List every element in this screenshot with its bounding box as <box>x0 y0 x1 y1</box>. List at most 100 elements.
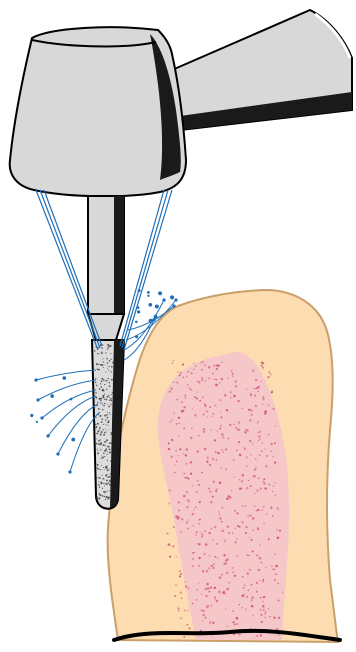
pulp-speck <box>217 557 219 559</box>
bur-grit-particle <box>105 372 106 373</box>
pulp-speck <box>201 472 203 474</box>
pulp-speck <box>209 591 211 593</box>
pulp-speck <box>181 518 183 520</box>
pulp-speck <box>209 464 211 466</box>
pulp-speck <box>254 506 255 507</box>
pulp-speck <box>279 529 281 531</box>
pulp-speck <box>169 391 171 393</box>
pulp-speck <box>270 450 272 452</box>
bur-grit-particle <box>101 421 103 423</box>
pulp-speck <box>247 515 249 517</box>
pulp-speck <box>258 440 260 442</box>
pulp-speck <box>270 507 272 509</box>
pulp-speck <box>264 483 266 485</box>
bur-grit-particle <box>103 453 104 454</box>
bur-grit-particle <box>110 473 111 474</box>
bur-grit-particle <box>104 399 105 400</box>
pulp-speck <box>221 449 223 451</box>
pulp-speck <box>218 365 220 367</box>
pulp-speck <box>221 521 223 523</box>
pulp-speck <box>208 488 210 490</box>
bur-grit-particle <box>102 445 103 446</box>
pulp-speck <box>212 622 214 624</box>
pulp-speck <box>203 431 205 433</box>
pulp-speck <box>196 398 198 400</box>
pulp-speck <box>184 477 186 479</box>
bur-grit-particle <box>101 483 102 484</box>
bur-grit-particle <box>106 396 108 398</box>
bur-grit-particle <box>103 396 104 397</box>
bur-grit-particle <box>106 439 108 441</box>
pulp-speck <box>223 554 225 556</box>
bur-grit-particle <box>100 434 102 436</box>
pulp-speck <box>186 376 187 377</box>
pulp-speck <box>185 397 186 398</box>
pulp-speck <box>175 464 176 465</box>
pulp-speck <box>202 397 203 398</box>
pulp-speck <box>221 378 224 381</box>
bur-grit-particle <box>103 496 104 497</box>
pulp-speck <box>167 532 169 534</box>
bur-grit-particle <box>106 467 108 469</box>
pulp-speck <box>268 434 270 436</box>
pulp-speck <box>242 505 244 507</box>
pulp-speck <box>252 517 255 520</box>
bur-grit-particle <box>96 385 97 386</box>
bur-grit-particle <box>109 448 111 450</box>
bur-grit-particle <box>107 348 108 349</box>
bur-grit-particle <box>104 450 106 452</box>
bur-grit-particle <box>103 361 104 362</box>
pulp-speck <box>259 439 260 440</box>
pulp-speck <box>199 400 201 402</box>
pulp-speck <box>270 373 272 375</box>
pulp-speck <box>225 468 227 470</box>
pulp-speck <box>262 581 264 583</box>
pulp-speck <box>217 430 218 431</box>
pulp-speck <box>263 523 264 524</box>
pulp-speck <box>266 514 267 515</box>
bur-grit-particle <box>95 424 96 425</box>
bur-grit-particle <box>101 495 102 496</box>
pulp-speck <box>262 579 264 581</box>
bur-grit-particle <box>102 404 103 405</box>
bur-grit-particle <box>104 493 105 494</box>
pulp-speck <box>278 600 280 602</box>
pulp-speck <box>275 425 277 427</box>
pulp-speck <box>262 404 263 405</box>
pulp-speck <box>274 461 276 463</box>
bur-grit-particle <box>99 443 100 444</box>
bur-grit-particle <box>107 412 108 413</box>
pulp-speck <box>223 562 226 565</box>
pulp-speck <box>187 528 188 529</box>
bur-grit-particle <box>107 477 108 478</box>
pulp-speck <box>224 593 225 594</box>
bur-grit-particle <box>96 478 97 479</box>
bur-grit-particle <box>105 380 107 382</box>
pulp-speck <box>190 437 193 440</box>
bur-grit-particle <box>106 496 108 498</box>
pulp-speck <box>193 525 195 527</box>
pulp-speck <box>168 442 170 444</box>
pulp-speck <box>204 448 207 451</box>
bur-grit-particle <box>95 443 97 445</box>
pulp-speck <box>179 374 181 376</box>
bur-grit-particle <box>109 346 111 348</box>
pulp-speck <box>239 526 241 528</box>
pulp-speck <box>204 553 206 555</box>
bur-grit-particle <box>99 398 101 400</box>
pulp-speck <box>223 451 224 452</box>
bur-grit-particle <box>104 394 105 395</box>
pulp-speck <box>178 417 180 419</box>
pulp-speck <box>226 588 229 591</box>
pulp-speck <box>173 412 175 414</box>
pulp-speck <box>234 476 235 477</box>
bur-grit-particle <box>99 430 100 431</box>
bur-grit-particle <box>107 421 109 423</box>
bur-grit-particle <box>101 431 103 433</box>
pulp-speck <box>187 499 189 501</box>
pulp-speck <box>233 395 236 398</box>
pulp-speck <box>237 400 239 402</box>
pulp-speck <box>183 427 185 429</box>
bur-grit-particle <box>98 498 100 500</box>
